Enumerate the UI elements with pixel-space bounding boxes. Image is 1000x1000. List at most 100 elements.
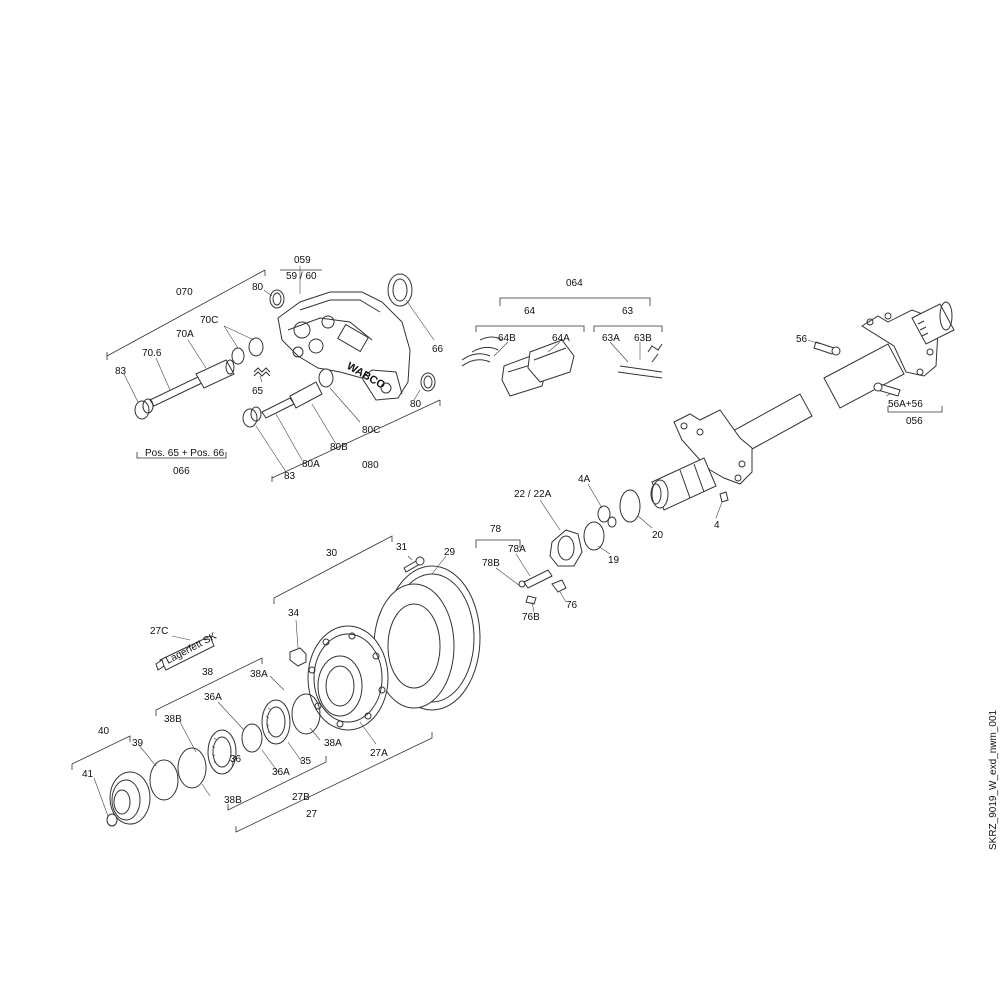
bearing-35 (261, 699, 291, 745)
seal-ring-80-bottom (420, 372, 436, 392)
label-80A: 80A (302, 459, 320, 470)
label-63: 63 (622, 306, 634, 317)
label-080: 080 (362, 460, 379, 471)
oring-38A (291, 693, 321, 735)
caliper-labels: 059 59 / 60 070 80 70C 70A 70.6 83 65 66… (115, 255, 444, 482)
pin-80A (261, 397, 295, 419)
seal-66 (387, 273, 413, 307)
label-76B: 76B (522, 612, 540, 623)
label-30: 30 (326, 548, 338, 559)
bushing-4A (597, 505, 617, 528)
label-39: 39 (132, 738, 144, 749)
bushing-70C (231, 337, 264, 365)
label-65: 65 (252, 386, 264, 397)
label-83-top: 83 (115, 366, 127, 377)
wheel-bolt-31 (403, 556, 425, 573)
axle-labels: 56 56A+56 056 4A 4 20 19 22 / 22A 78 78A… (482, 334, 923, 623)
label-4: 4 (714, 520, 720, 531)
label-38: 38 (202, 667, 214, 678)
label-70C: 70C (200, 315, 218, 326)
label-83-bottom: 83 (284, 471, 296, 482)
hub-brackets (71, 535, 447, 833)
label-4A: 4A (578, 474, 591, 485)
label-38B-top: 38B (164, 714, 182, 725)
axle-tube-right (823, 301, 955, 409)
brake-pads-64 (461, 336, 575, 397)
label-78B: 78B (482, 558, 500, 569)
label-78A: 78A (508, 544, 526, 555)
sleeve-80B (289, 381, 323, 409)
label-29: 29 (444, 547, 456, 558)
hub-labels: 30 31 29 34 27C 38 38A 36A 38B 38A 27A 3… (82, 542, 456, 820)
cap-83-bottom (242, 406, 262, 428)
label-41: 41 (82, 769, 94, 780)
axle-stub (650, 457, 717, 511)
label-22-22A: 22 / 22A (514, 489, 552, 500)
label-35: 35 (300, 756, 312, 767)
pad-springs-63 (617, 343, 663, 379)
label-36: 36 (230, 754, 242, 765)
wheel-hub-27A (307, 625, 389, 731)
label-27A: 27A (370, 748, 388, 759)
bolt-56A (873, 382, 901, 397)
bearing-36 (207, 729, 237, 775)
sensor-78 (518, 569, 553, 589)
label-19: 19 (608, 555, 620, 566)
label-36A-bottom: 36A (272, 767, 290, 778)
label-56: 56 (796, 334, 808, 345)
bushing-80C (318, 368, 334, 388)
label-36A-top: 36A (204, 692, 222, 703)
label-63A: 63A (602, 333, 620, 344)
ring-39 (149, 759, 179, 801)
label-34: 34 (288, 608, 300, 619)
label-64B: 64B (498, 333, 516, 344)
ring-36A-top (241, 723, 263, 753)
cap-83-top (134, 398, 154, 420)
label-56A-56: 56A+56 (888, 399, 923, 410)
pad-labels: 064 64 63 64B 64A 63A 63B (498, 278, 652, 344)
label-80-bottom: 80 (410, 399, 422, 410)
label-066: 066 (173, 466, 190, 477)
axle-leaders (475, 339, 943, 613)
label-070: 070 (176, 287, 193, 298)
label-38B-bottom: 38B (224, 795, 242, 806)
brake-caliper: WABCO (277, 291, 411, 401)
clip-76 (551, 579, 567, 593)
label-27B: 27B (292, 792, 310, 803)
label-056: 056 (906, 416, 923, 427)
axle-nut-22 (549, 529, 583, 567)
oring-19 (583, 521, 605, 551)
seal-ring-20 (619, 489, 641, 523)
hub-cap-40 (109, 771, 151, 825)
label-064: 064 (566, 278, 583, 289)
label-27C: 27C (150, 626, 168, 637)
pad-brackets (475, 297, 663, 363)
nut-34 (289, 647, 307, 667)
label-70A: 70A (176, 329, 194, 340)
brake-disc-29 (373, 565, 481, 711)
label-70-6: 70.6 (142, 348, 162, 359)
ring-38B (177, 747, 207, 789)
label-64: 64 (524, 306, 536, 317)
label-78: 78 (490, 524, 502, 535)
bolt-56 (813, 341, 841, 356)
label-59-60: 59 / 60 (286, 271, 317, 282)
label-20: 20 (652, 530, 664, 541)
label-63B: 63B (634, 333, 652, 344)
label-38A-top: 38A (250, 669, 268, 680)
axle-tube-middle (673, 393, 813, 485)
label-40: 40 (98, 726, 110, 737)
label-27: 27 (306, 809, 318, 820)
label-pos-65-66: Pos. 65 + Pos. 66 (145, 448, 225, 459)
caliper-brackets (106, 266, 441, 482)
screw-76B (525, 595, 537, 605)
seal-ring-80-top (269, 289, 285, 309)
grease-nipple-4 (719, 491, 729, 503)
label-76: 76 (566, 600, 578, 611)
label-38A-bottom: 38A (324, 738, 342, 749)
label-64A: 64A (552, 333, 570, 344)
plug-41 (106, 813, 118, 827)
sleeve-70A (195, 359, 235, 389)
